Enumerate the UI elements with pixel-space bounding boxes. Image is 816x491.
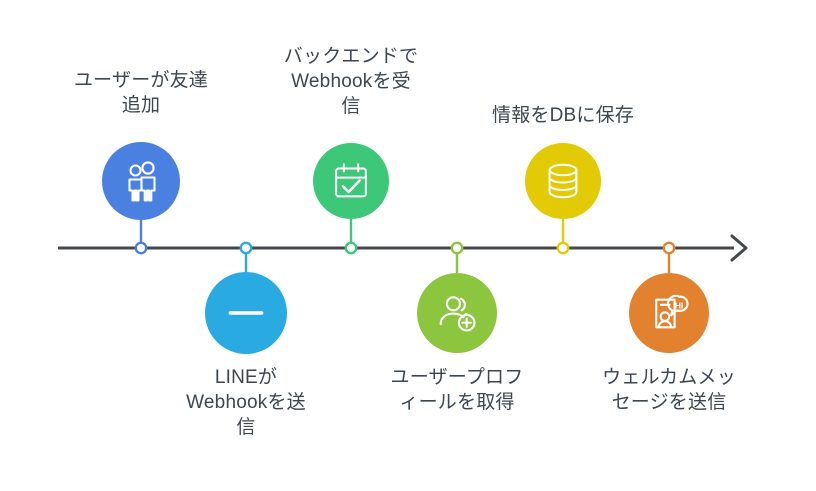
minus-line-icon: [221, 288, 271, 338]
step-icon-bubble-step-1[interactable]: [102, 142, 180, 220]
step-icon-bubble-step-5[interactable]: [525, 143, 601, 219]
marker-step-6[interactable]: [662, 241, 676, 255]
add-user-icon: [433, 289, 482, 338]
marker-step-2[interactable]: [239, 241, 253, 255]
marker-step-5[interactable]: [556, 241, 570, 255]
step-label-step-3: バックエンドで Webhookを受 信: [283, 46, 419, 118]
database-icon: [540, 158, 586, 204]
marker-step-1[interactable]: [134, 241, 148, 255]
step-icon-bubble-step-6[interactable]: HI: [629, 273, 709, 353]
calendar-check-icon: [328, 158, 374, 204]
svg-text:HI: HI: [674, 300, 683, 310]
arrow-head-right-icon: [730, 234, 748, 262]
step-icon-bubble-step-2[interactable]: [205, 272, 287, 354]
step-icon-bubble-step-4[interactable]: [417, 273, 497, 353]
step-label-step-6: ウェルカムメッ セージを送信: [602, 367, 736, 414]
people-pair-icon: [117, 157, 165, 205]
welcome-message-icon: HI: [645, 289, 694, 338]
step-icon-bubble-step-3[interactable]: [313, 143, 389, 219]
step-label-step-4: ユーザープロフ ィールを取得: [390, 367, 524, 414]
step-label-step-5: 情報をDBに保存: [492, 105, 634, 126]
step-label-step-1: ユーザーが友達 追加: [73, 70, 209, 117]
step-label-step-2: LINEが Webhookを送 信: [186, 367, 306, 439]
marker-step-4[interactable]: [450, 241, 464, 255]
marker-step-3[interactable]: [344, 241, 358, 255]
